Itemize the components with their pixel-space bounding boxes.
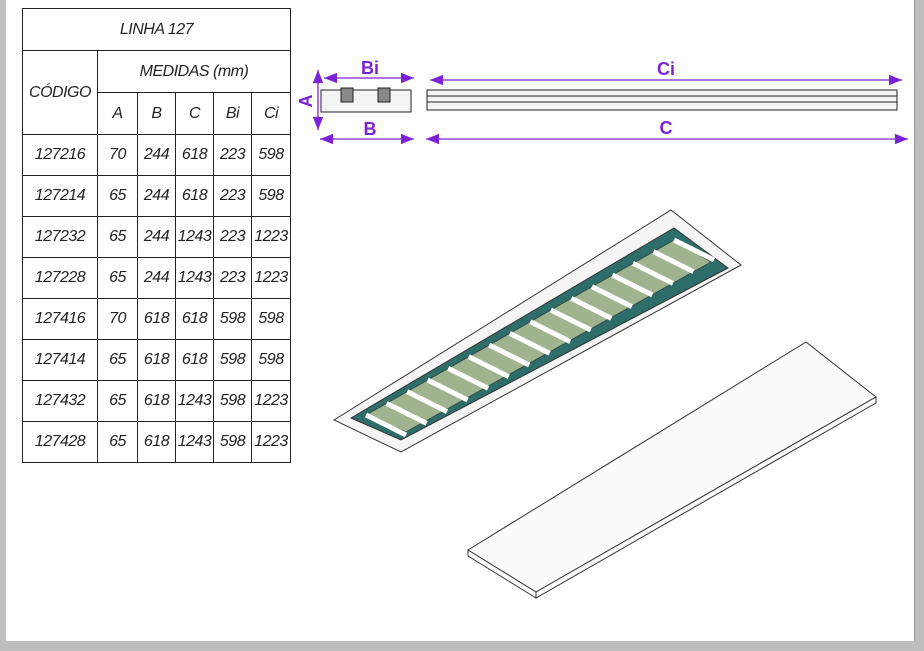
measure-cell: 244 <box>137 134 176 176</box>
dimension-lines <box>312 70 908 145</box>
measure-cell: 618 <box>137 298 176 340</box>
code-cell: 127232 <box>22 216 98 258</box>
label-c: C <box>660 118 673 138</box>
louvre-blade <box>364 412 408 438</box>
code-cell: 127428 <box>22 421 98 463</box>
label-a: A <box>296 95 316 108</box>
measure-cell: 223 <box>213 257 252 299</box>
louvre-blade <box>590 284 633 309</box>
measure-cell: 618 <box>137 339 176 381</box>
measure-cell: 1243 <box>175 421 214 463</box>
measure-cell: 65 <box>97 175 138 217</box>
measure-cell: 618 <box>175 298 214 340</box>
louvre-blade <box>672 237 716 263</box>
measure-cell: 1223 <box>251 380 291 422</box>
col-header: B <box>137 92 176 135</box>
housing-view <box>467 341 877 599</box>
luminaire-drawings: Bi B A Ci C <box>296 58 908 599</box>
measure-cell: 598 <box>251 298 291 340</box>
col-header: A <box>97 92 138 135</box>
measure-cell: 618 <box>137 421 176 463</box>
measure-cell: 65 <box>97 380 138 422</box>
measure-cell: 65 <box>97 339 138 381</box>
measure-cell: 598 <box>251 134 291 176</box>
louvre-blade <box>447 366 490 391</box>
measure-cell: 618 <box>175 339 214 381</box>
louvre-blade <box>652 249 695 274</box>
measure-cell: 1223 <box>251 216 291 258</box>
louvre-blade <box>549 307 592 333</box>
louvre-blade <box>508 331 551 356</box>
measure-cell: 1223 <box>251 257 291 299</box>
measure-cell: 598 <box>251 175 291 217</box>
louvre-blade <box>405 389 449 414</box>
side-views <box>320 87 898 113</box>
col-header: C <box>175 92 214 135</box>
measure-cell: 1223 <box>251 421 291 463</box>
louvre-blade <box>611 272 654 298</box>
louvre-blade <box>529 319 572 344</box>
louvre-blade <box>467 354 510 379</box>
measure-cell: 1243 <box>175 380 214 422</box>
measure-cell: 65 <box>97 257 138 299</box>
measure-cell: 244 <box>137 216 176 258</box>
dimensions-table: LINHA 127 CÓDIGO MEDIDAS (mm) A B C Bi C… <box>22 8 291 463</box>
measure-cell: 598 <box>251 339 291 381</box>
measure-cell: 598 <box>213 298 252 340</box>
document-page: LINHA 127 CÓDIGO MEDIDAS (mm) A B C Bi C… <box>6 0 915 641</box>
measure-cell: 598 <box>213 421 252 463</box>
measure-cell: 618 <box>175 134 214 176</box>
code-header: CÓDIGO <box>22 50 98 135</box>
louvre-blade <box>488 342 531 368</box>
measure-cell: 65 <box>97 421 138 463</box>
louvre-blade <box>385 401 428 426</box>
louvre-luminaire-view <box>332 209 742 453</box>
label-bi: Bi <box>361 58 379 78</box>
louvre-blade <box>426 377 469 403</box>
louvre-blade <box>631 261 675 286</box>
measure-cell: 244 <box>137 175 176 217</box>
measure-cell: 70 <box>97 298 138 340</box>
code-cell: 127214 <box>22 175 98 217</box>
measure-cell: 618 <box>175 175 214 217</box>
measure-cell: 598 <box>213 339 252 381</box>
table-title: LINHA 127 <box>22 8 291 51</box>
code-cell: 127416 <box>22 298 98 340</box>
label-ci: Ci <box>657 59 675 79</box>
measure-cell: 223 <box>213 134 252 176</box>
label-b: B <box>364 119 377 139</box>
louvre-blade <box>570 296 613 321</box>
measure-cell: 598 <box>213 380 252 422</box>
